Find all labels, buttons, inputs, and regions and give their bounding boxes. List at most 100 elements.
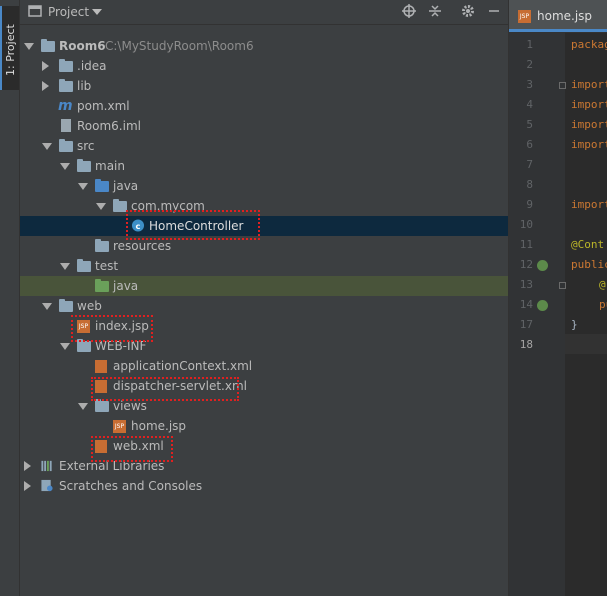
expand-arrow-icon[interactable] (42, 81, 49, 91)
module-folder-icon (41, 39, 55, 52)
expand-arrow-icon[interactable] (42, 61, 49, 71)
code-line: pu (599, 298, 607, 311)
expand-arrow-icon[interactable] (78, 403, 88, 410)
tree-item-com-mycom[interactable]: com.mycom (20, 196, 508, 216)
tree-item-home-controller[interactable]: c HomeController (20, 216, 508, 236)
tree-item-label: .idea (77, 59, 107, 73)
expand-arrow-icon[interactable] (60, 163, 70, 170)
tree-item-src[interactable]: src (20, 136, 508, 156)
expand-arrow-icon[interactable] (60, 343, 70, 350)
hide-icon[interactable] (487, 4, 501, 18)
fold-icon[interactable] (559, 282, 566, 289)
line-number: 18 (519, 338, 533, 351)
tree-item-label: External Libraries (59, 459, 165, 473)
tree-item-application-context[interactable]: applicationContext.xml (20, 356, 508, 376)
tree-item-index-jsp[interactable]: JSP index.jsp (20, 316, 508, 336)
tree-item-lib[interactable]: lib (20, 76, 508, 96)
jsp-icon: JSP (77, 320, 90, 333)
tree-item-label: test (95, 259, 119, 273)
tree-item-label: home.jsp (131, 419, 187, 433)
line-number: 10 (519, 218, 533, 231)
web-folder-icon (59, 299, 73, 312)
svg-text:c: c (136, 221, 141, 231)
tree-item-label: HomeController (149, 219, 244, 233)
source-folder-icon (95, 179, 109, 192)
project-panel-header: Project (20, 0, 508, 25)
expand-arrow-icon[interactable] (60, 263, 70, 270)
gutter-bean-icon[interactable] (537, 260, 548, 271)
tree-item-label: web.xml (113, 439, 164, 453)
gear-icon[interactable] (461, 4, 475, 18)
locate-icon[interactable] (402, 4, 416, 18)
spring-xml-icon (95, 360, 107, 373)
tree-item-web[interactable]: web (20, 296, 508, 316)
tree-item-room6-iml[interactable]: Room6.iml (20, 116, 508, 136)
tree-item-main[interactable]: main (20, 156, 508, 176)
folder-icon (59, 59, 73, 72)
panel-title[interactable]: Project (48, 5, 90, 19)
package-folder-icon (113, 199, 127, 212)
tree-item-resources[interactable]: resources (20, 236, 508, 256)
tree-item-scratches[interactable]: Scratches and Consoles (20, 476, 508, 496)
code-line: @ (599, 278, 606, 291)
tree-item-idea[interactable]: .idea (20, 56, 508, 76)
project-tool-tab[interactable]: 1: Project (0, 6, 19, 90)
tree-item-label: applicationContext.xml (113, 359, 253, 373)
class-icon: c (131, 219, 145, 232)
folder-icon (59, 79, 73, 92)
code-line: import (571, 98, 607, 111)
tree-item-test[interactable]: test (20, 256, 508, 276)
expand-arrow-icon[interactable] (24, 461, 31, 471)
chevron-down-icon[interactable] (92, 9, 102, 15)
editor-tab-home-jsp[interactable]: JSP home.jsp (509, 0, 607, 32)
editor-tab-label: home.jsp (537, 9, 593, 23)
tree-item-external-libraries[interactable]: External Libraries (20, 456, 508, 476)
expand-arrow-icon[interactable] (42, 303, 52, 310)
iml-file-icon (61, 119, 71, 132)
collapse-all-icon[interactable] (428, 4, 442, 18)
caret-line (565, 334, 607, 354)
tree-item-label: lib (77, 79, 92, 93)
tool-window-strip: 1: Project (0, 0, 20, 596)
tree-item-label: web (77, 299, 102, 313)
tree-item-java-test[interactable]: java (20, 276, 508, 296)
maven-icon: m (58, 98, 73, 114)
line-number: 14 (519, 298, 533, 311)
jsp-icon: JSP (113, 420, 126, 433)
tree-item-pom-xml[interactable]: m pom.xml (20, 96, 508, 116)
tree-item-java-main[interactable]: java (20, 176, 508, 196)
tree-item-dispatcher-servlet[interactable]: dispatcher-servlet.xml (20, 376, 508, 396)
folder-icon (59, 139, 73, 152)
line-number: 9 (526, 198, 533, 211)
line-number-gutter (509, 32, 565, 596)
expand-arrow-icon[interactable] (24, 43, 34, 50)
expand-arrow-icon[interactable] (42, 143, 52, 150)
tree-item-web-xml[interactable]: web.xml (20, 436, 508, 456)
code-line: packag (571, 38, 607, 51)
expand-arrow-icon[interactable] (24, 481, 31, 491)
line-number: 2 (526, 58, 533, 71)
resources-folder-icon (95, 239, 109, 252)
module-path: C:\MyStudyRoom\Room6 (105, 39, 254, 53)
code-line: import (571, 198, 607, 211)
code-line: } (571, 318, 578, 331)
gutter-bean-icon[interactable] (537, 300, 548, 311)
tree-item-label: pom.xml (77, 99, 130, 113)
fold-icon[interactable] (559, 82, 566, 89)
expand-arrow-icon[interactable] (96, 203, 106, 210)
line-number: 5 (526, 118, 533, 131)
callout-dispatcher-servlet (91, 377, 239, 401)
tree-item-label: dispatcher-servlet.xml (113, 379, 247, 393)
tree-item-label: main (95, 159, 125, 173)
expand-arrow-icon[interactable] (78, 183, 88, 190)
line-number: 7 (526, 158, 533, 171)
tree-item-label: java (113, 179, 139, 193)
line-number: 17 (519, 318, 533, 331)
callout-web-xml (91, 436, 173, 462)
tree-item-room6[interactable]: Room6 C:\MyStudyRoom\Room6 (20, 36, 508, 56)
callout-home-controller (126, 210, 260, 240)
libraries-icon (41, 460, 52, 472)
tree-item-label: resources (113, 239, 172, 253)
tree-item-home-jsp[interactable]: JSP home.jsp (20, 416, 508, 436)
